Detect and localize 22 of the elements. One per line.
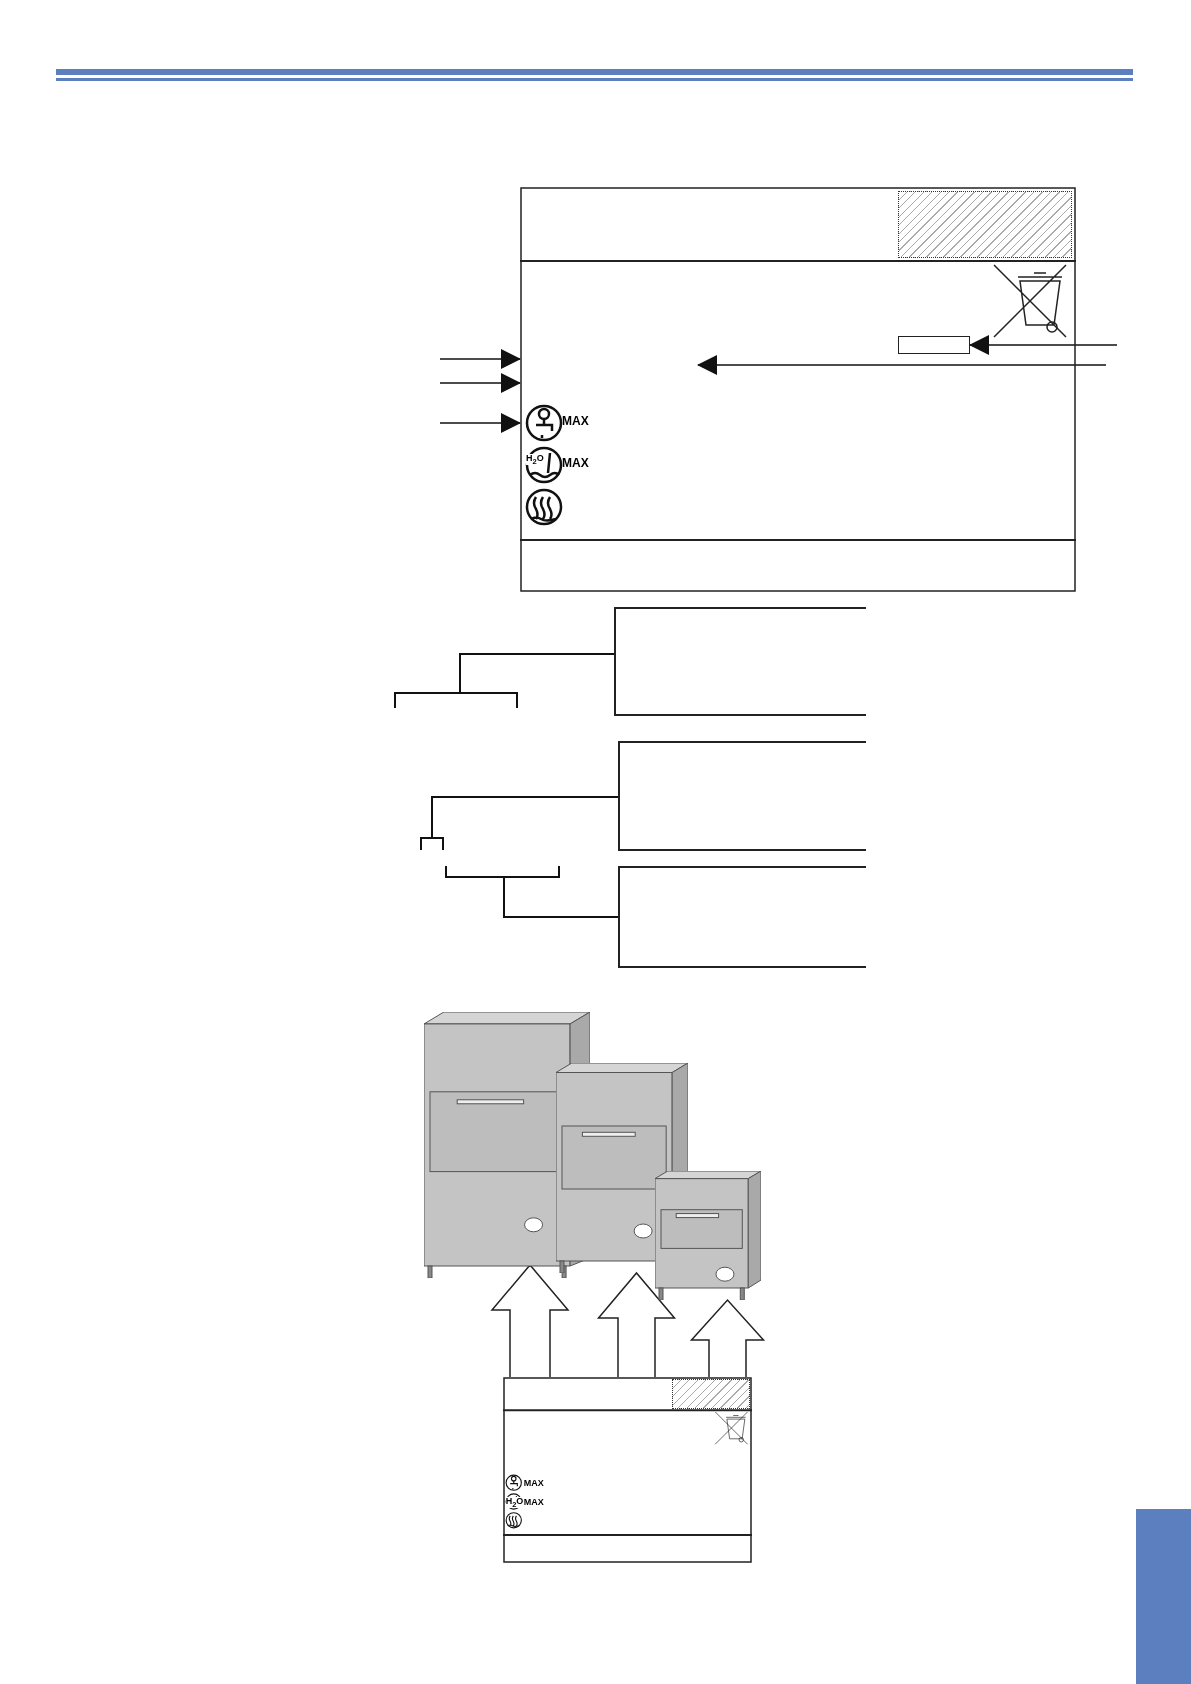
max-label: MAX <box>523 1497 544 1507</box>
hatched-area <box>672 1378 751 1409</box>
bracket-line <box>445 865 619 918</box>
bracket-line <box>394 653 615 709</box>
max-label: MAX <box>562 457 589 469</box>
open-frame <box>618 741 866 851</box>
formula-label: H$_{2}$O <box>505 1496 524 1508</box>
block-arrow <box>596 1271 677 1378</box>
open-frame <box>614 607 866 716</box>
blank-field <box>898 336 970 354</box>
bracket-line <box>420 796 619 851</box>
open-frame <box>618 866 866 968</box>
formula-label: H$_{2}$O <box>526 454 544 466</box>
block-arrow <box>689 1298 766 1378</box>
max-label: MAX <box>562 415 589 427</box>
side-tab <box>1136 1509 1191 1684</box>
arrow <box>439 373 521 393</box>
hatched-area <box>898 191 1072 258</box>
arrow <box>969 335 1118 355</box>
arrow <box>439 413 521 433</box>
max-label: MAX <box>523 1479 544 1489</box>
arrow <box>439 349 521 369</box>
